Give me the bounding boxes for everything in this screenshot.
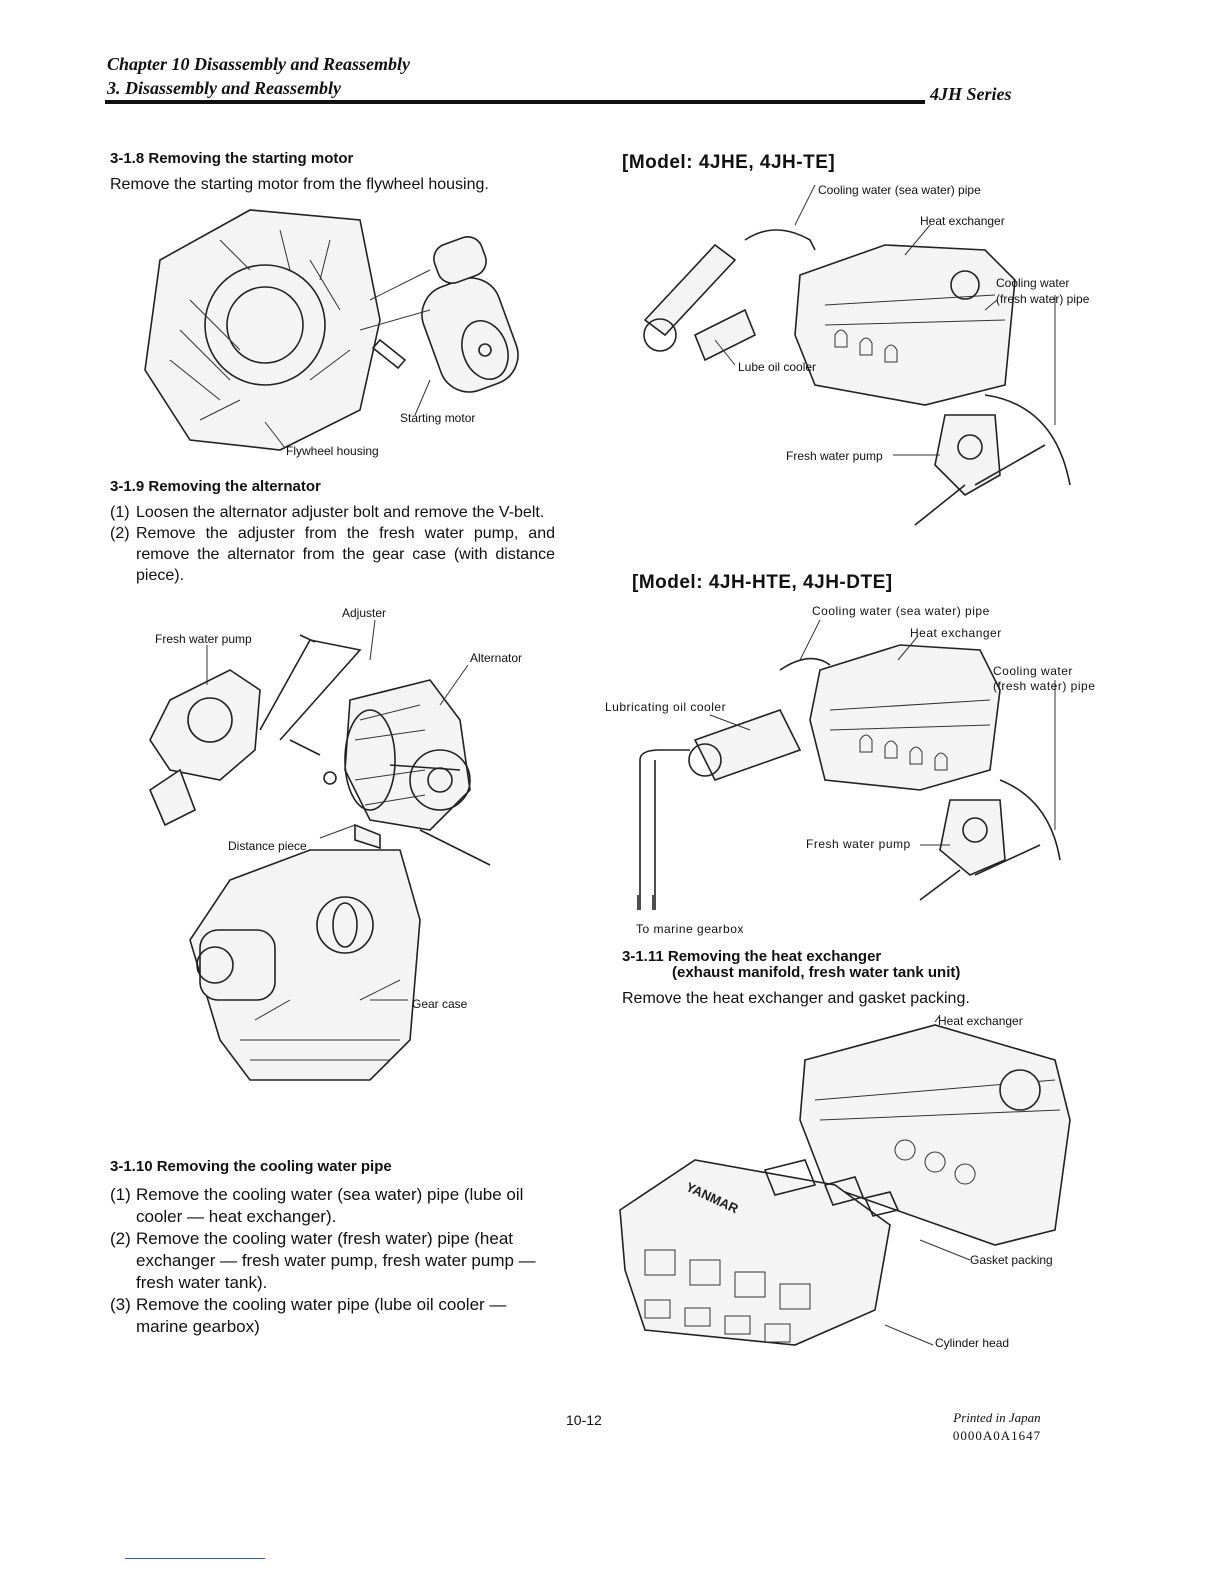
label-m2-sea-pipe: Cooling water (sea water) pipe — [812, 604, 990, 618]
section-3-1-11-title: 3-1.11 Removing the heat exchanger — [622, 948, 882, 965]
section-title: 3. Disassembly and Reassembly — [107, 78, 341, 98]
alternator-illustration — [149, 619, 491, 1081]
label-heat-exchanger: Heat exchanger — [938, 1014, 1023, 1028]
label-m2-fresh-pipe-2: (fresh water) pipe — [993, 679, 1096, 693]
label-m1-heat-exchanger: Heat exchanger — [920, 214, 1005, 228]
chapter-header: Chapter 10 Disassembly and Reassembly 3.… — [107, 52, 410, 100]
label-m2-heat-exchanger: Heat exchanger — [910, 626, 1002, 640]
label-m2-fresh-pipe-1: Cooling water — [993, 664, 1073, 678]
label-m2-lube-oil-cooler: Lubricating oil cooler — [605, 700, 727, 714]
label-starting-motor: Starting motor — [400, 411, 476, 425]
printed-in: Printed in Japan — [953, 1410, 1041, 1425]
label-m2-marine-gearbox: To marine gearbox — [636, 922, 744, 936]
header-rule — [105, 100, 925, 104]
document-code: 0000A0A1647 — [952, 1428, 1042, 1443]
chapter-title: Chapter 10 Disassembly and Reassembly — [107, 54, 411, 74]
step-item: (3)Remove the cooling water pipe (lube o… — [110, 1295, 507, 1336]
model-1-cooling-diagram — [643, 184, 1071, 526]
label-flywheel-housing: Flywheel housing — [286, 444, 379, 458]
section-3-1-11-subtitle: (exhaust manifold, fresh water tank unit… — [672, 964, 961, 981]
section-3-1-9-steps: (1)Loosen the alternator adjuster bolt a… — [110, 502, 555, 586]
starting-motor-illustration — [144, 209, 519, 451]
label-fresh-water-pump: Fresh water pump — [155, 632, 252, 646]
label-gear-case: Gear case — [412, 997, 468, 1011]
label-m1-sea-pipe: Cooling water (sea water) pipe — [818, 183, 981, 197]
label-m1-fresh-water-pump: Fresh water pump — [786, 449, 883, 463]
section-3-1-10-title: 3-1.10 Removing the cooling water pipe — [110, 1158, 392, 1175]
label-cylinder-head: Cylinder head — [935, 1336, 1010, 1350]
step-item: (1)Loosen the alternator adjuster bolt a… — [110, 504, 545, 521]
series-label: 4JH Series — [930, 84, 1012, 104]
model-1-title: [Model: 4JHE, 4JH-TE] — [622, 152, 836, 173]
model-2-cooling-diagram — [637, 619, 1061, 910]
section-3-1-9-title: 3-1.9 Removing the alternator — [110, 478, 321, 495]
label-alternator: Alternator — [470, 651, 523, 665]
label-m1-fresh-pipe-2: (fresh water) pipe — [996, 292, 1090, 306]
label-adjuster: Adjuster — [342, 606, 387, 620]
label-m2-fresh-water-pump: Fresh water pump — [806, 837, 911, 851]
footnote-rule — [125, 1558, 265, 1559]
section-3-1-11-text: Remove the heat exchanger and gasket pac… — [622, 990, 970, 1007]
label-m1-lube-oil-cooler: Lube oil cooler — [738, 360, 817, 374]
section-3-1-8-text: Remove the starting motor from the flywh… — [110, 176, 489, 193]
section-3-1-8-title: 3-1.8 Removing the starting motor — [110, 150, 354, 167]
model-2-title: [Model: 4JH-HTE, 4JH-DTE] — [632, 572, 893, 593]
label-distance-piece: Distance piece — [228, 839, 307, 853]
label-gasket-packing: Gasket packing — [970, 1253, 1053, 1267]
step-item: (1)Remove the cooling water (sea water) … — [110, 1185, 524, 1226]
step-item: (2)Remove the adjuster from the fresh wa… — [110, 525, 555, 584]
step-item: (2)Remove the cooling water (fresh water… — [110, 1229, 536, 1292]
heat-exchanger-illustration: YANMAR — [619, 1014, 1071, 1346]
section-3-1-10-steps: (1)Remove the cooling water (sea water) … — [110, 1184, 550, 1338]
label-m1-fresh-pipe-1: Cooling water — [996, 276, 1070, 290]
page-number: 10-12 — [566, 1412, 602, 1428]
